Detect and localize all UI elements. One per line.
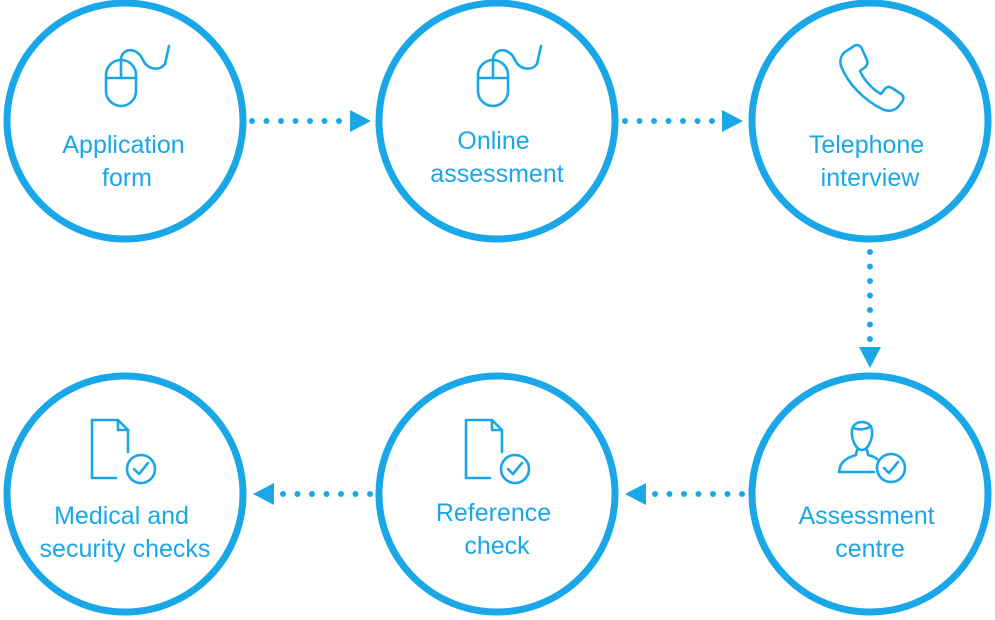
person-check-icon bbox=[837, 420, 907, 484]
step-online-assessment: Online assessment bbox=[375, 0, 619, 243]
step-label-line: form bbox=[102, 164, 152, 192]
step-label-line: Online bbox=[457, 127, 529, 155]
step-application-form: Application form bbox=[3, 0, 247, 243]
step-label: Reference check bbox=[436, 499, 558, 560]
step-assessment-centre: Assessment centre bbox=[748, 372, 992, 616]
step-label-line: interview bbox=[821, 164, 921, 192]
step-label-line: assessment bbox=[430, 160, 563, 188]
step-label-line: Medical and bbox=[54, 502, 189, 530]
step-label: Online assessment bbox=[430, 127, 563, 188]
connector-1-2 bbox=[249, 110, 371, 132]
connector-3-4 bbox=[859, 249, 881, 368]
step-label: Assessment centre bbox=[798, 502, 941, 563]
step-label-line: Reference bbox=[436, 499, 551, 527]
step-label: Telephone interview bbox=[809, 131, 931, 192]
document-check-icon bbox=[90, 418, 157, 485]
step-label: Medical and security checks bbox=[40, 502, 211, 563]
mouse-icon bbox=[104, 44, 171, 108]
step-label-line: check bbox=[464, 532, 530, 560]
connector-2-3 bbox=[622, 110, 743, 132]
step-label-line: Assessment bbox=[798, 502, 934, 530]
telephone-icon bbox=[839, 43, 905, 113]
step-label-line: security checks bbox=[40, 535, 211, 563]
document-check-icon bbox=[464, 418, 531, 485]
step-label-line: centre bbox=[835, 535, 904, 563]
connector-5-6 bbox=[253, 483, 373, 505]
mouse-icon bbox=[476, 44, 543, 108]
step-medical-security-checks: Medical and security checks bbox=[3, 372, 247, 616]
connector-4-5 bbox=[625, 483, 745, 505]
step-label: Application form bbox=[62, 131, 191, 192]
step-label-line: Telephone bbox=[809, 131, 924, 159]
step-telephone-interview: Telephone interview bbox=[748, 0, 992, 243]
step-reference-check: Reference check bbox=[375, 372, 619, 616]
step-label-line: Application bbox=[62, 131, 184, 159]
